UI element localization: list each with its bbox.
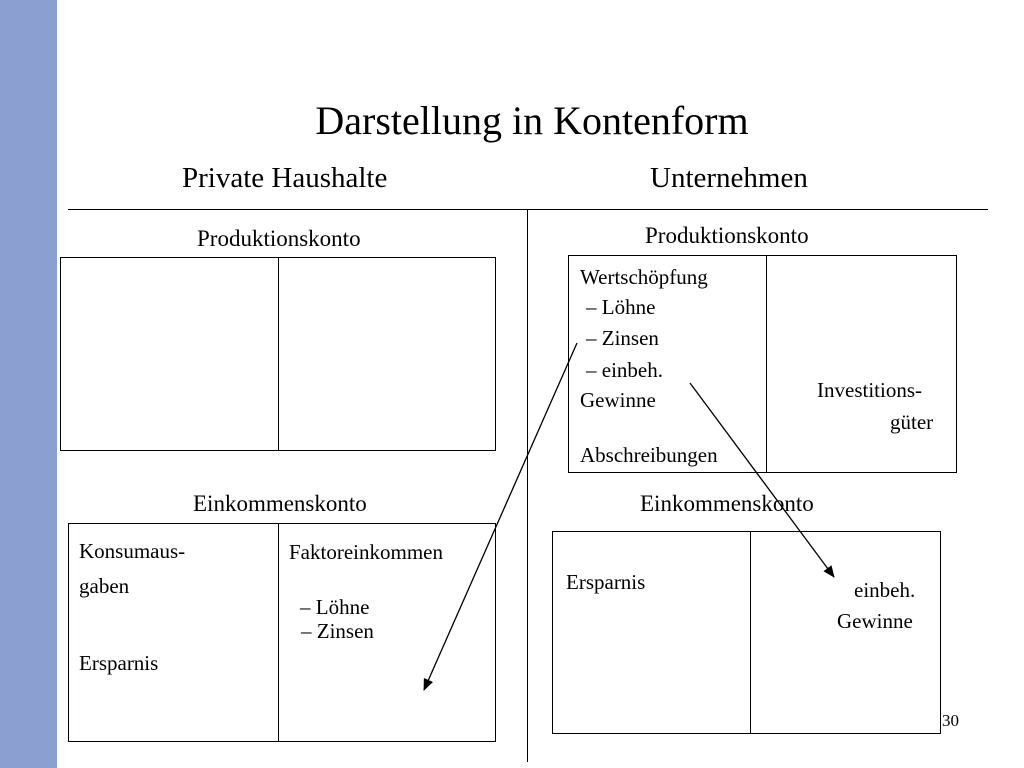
heading-private-haushalte: Private Haushalte [182,162,388,194]
u-einkommenskonto-label: Einkommenskonto [640,491,814,516]
u-produktionskonto-label: Produktionskonto [645,223,809,248]
hh-ek-left-item: Ersparnis [79,651,159,675]
u-pk-left-item: – einbeh. [586,358,663,382]
u-ek-left-item: Ersparnis [566,570,646,594]
u-pk-left-item: – Zinsen [586,326,659,350]
arrow-gewinne-to-einkommenskonto [689,382,835,578]
t-account-divider [278,524,279,741]
hh-ek-right-item: – Zinsen [301,619,374,643]
hh-einkommenskonto-label: Einkommenskonto [193,491,367,516]
t-account-divider [750,532,751,733]
hh-einkommenskonto-account [68,523,496,742]
hh-ek-right-item: Faktoreinkommen [289,540,443,564]
heading-unternehmen: Unternehmen [650,162,808,194]
u-pk-left-item: Abschreibungen [580,443,718,467]
slide-sidebar [0,0,57,768]
t-account-divider [278,258,279,450]
hh-ek-right-item: – Löhne [300,595,370,619]
vertical-divider [527,210,528,762]
slide-title: Darstellung in Kontenform [315,98,749,143]
hh-ek-left-item: Konsumaus- [79,539,186,563]
u-ek-right-item: einbeh. [854,578,916,602]
horizontal-divider [68,209,988,210]
u-pk-left-item: Wertschöpfung [580,265,708,289]
u-pk-right-item: Investitions- [817,378,922,402]
u-produktionskonto-account [568,255,957,473]
page-number: 30 [942,711,959,730]
u-ek-right-item: Gewinne [837,609,913,633]
arrow-ersparnis-to-faktoreinkommen [423,342,578,691]
hh-produktionskonto-label: Produktionskonto [197,226,361,251]
u-einkommenskonto-account [552,531,941,734]
hh-ek-left-item: gaben [79,574,130,598]
u-pk-left-item: – Löhne [586,295,656,319]
u-pk-right-item: güter [890,410,934,434]
t-account-divider [766,256,767,472]
u-pk-left-item: Gewinne [580,388,656,412]
hh-produktionskonto-account [60,257,496,451]
